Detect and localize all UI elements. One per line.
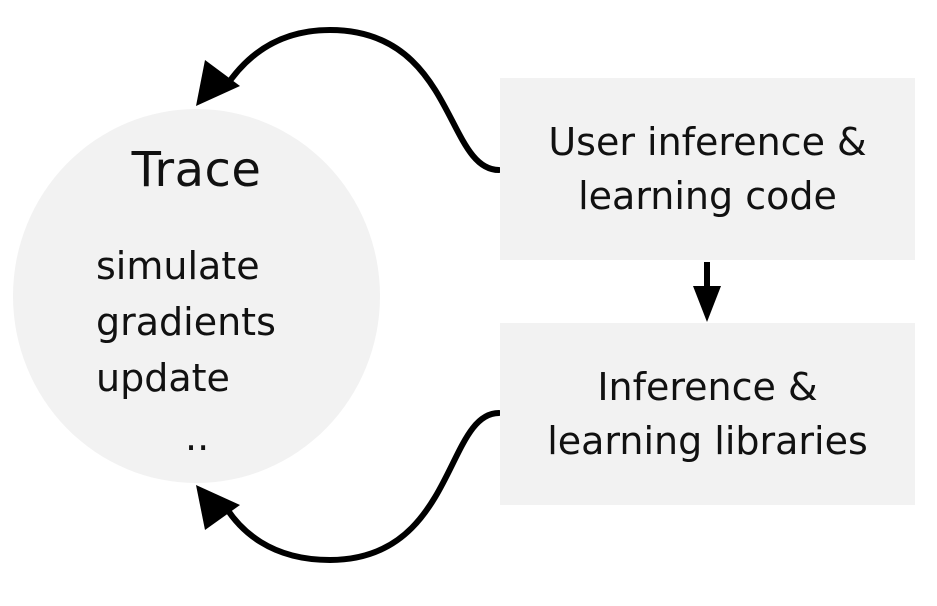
- trace-ellipsis: ..: [185, 415, 210, 459]
- libraries-label: Inference & learning libraries: [547, 360, 868, 468]
- libraries-to-trace-arrowhead: [196, 485, 240, 530]
- libraries-to-trace-arrow: [222, 410, 502, 564]
- trace-node: [13, 109, 380, 483]
- trace-title: Trace: [131, 142, 262, 198]
- user-code-to-libraries-arrowhead: [693, 286, 721, 322]
- user-code-node: User inference & learning code: [500, 78, 915, 260]
- trace-method-list: simulate gradients update: [96, 238, 276, 406]
- user-code-to-trace-arrow: [222, 26, 502, 173]
- libraries-label-line1: Inference &: [597, 365, 818, 409]
- user-code-label-line2: learning code: [578, 174, 837, 218]
- user-code-label: User inference & learning code: [548, 115, 866, 223]
- user-code-to-trace-arrowhead: [196, 60, 240, 106]
- trace-method-update: update: [96, 356, 230, 400]
- trace-method-simulate: simulate: [96, 244, 260, 288]
- libraries-node: Inference & learning libraries: [500, 323, 915, 505]
- libraries-label-line2: learning libraries: [547, 419, 868, 463]
- user-code-label-line1: User inference &: [548, 120, 867, 164]
- trace-method-gradients: gradients: [96, 300, 276, 344]
